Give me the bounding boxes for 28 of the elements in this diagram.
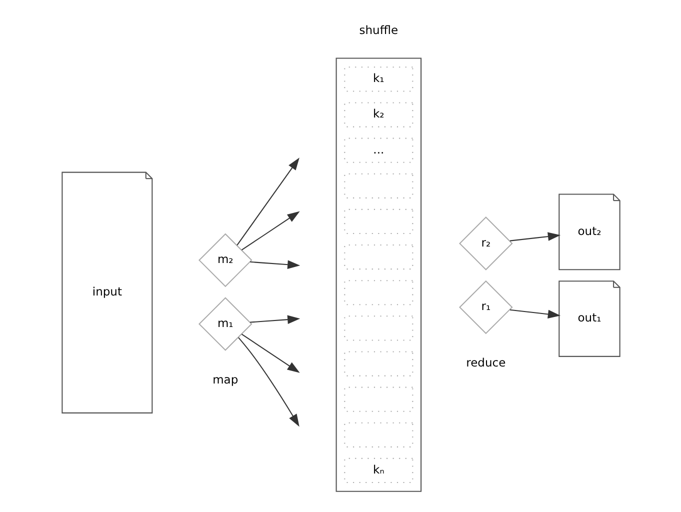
- node-box: [344, 351, 413, 376]
- arrow: [240, 211, 300, 250]
- node-box: [344, 386, 413, 412]
- node-box: k₁: [344, 66, 413, 92]
- node-box: [344, 173, 413, 198]
- node-box: kₙ: [344, 458, 413, 484]
- arrow: [250, 260, 300, 269]
- node-box: ...: [344, 138, 413, 163]
- arrow: [509, 309, 560, 319]
- arrow: [509, 232, 560, 242]
- label: reduce: [466, 356, 506, 370]
- node-box: [344, 316, 413, 341]
- label: shuffle: [358, 22, 398, 37]
- label: map: [212, 372, 238, 386]
- node-box: [344, 422, 413, 448]
- node-box: [344, 244, 413, 270]
- node-box: [344, 208, 413, 234]
- node-diamond: m₁: [198, 297, 252, 351]
- arrow: [238, 337, 299, 427]
- arrow: [240, 334, 300, 373]
- cluster: [335, 58, 422, 492]
- node-diamond: r₁: [458, 280, 512, 334]
- arrow: [236, 158, 299, 246]
- node-box: [344, 280, 413, 306]
- node-diamond: m₂: [198, 233, 252, 288]
- node-diamond: r₂: [458, 216, 512, 270]
- node-box: k₂: [344, 102, 413, 128]
- arrow: [250, 315, 300, 324]
